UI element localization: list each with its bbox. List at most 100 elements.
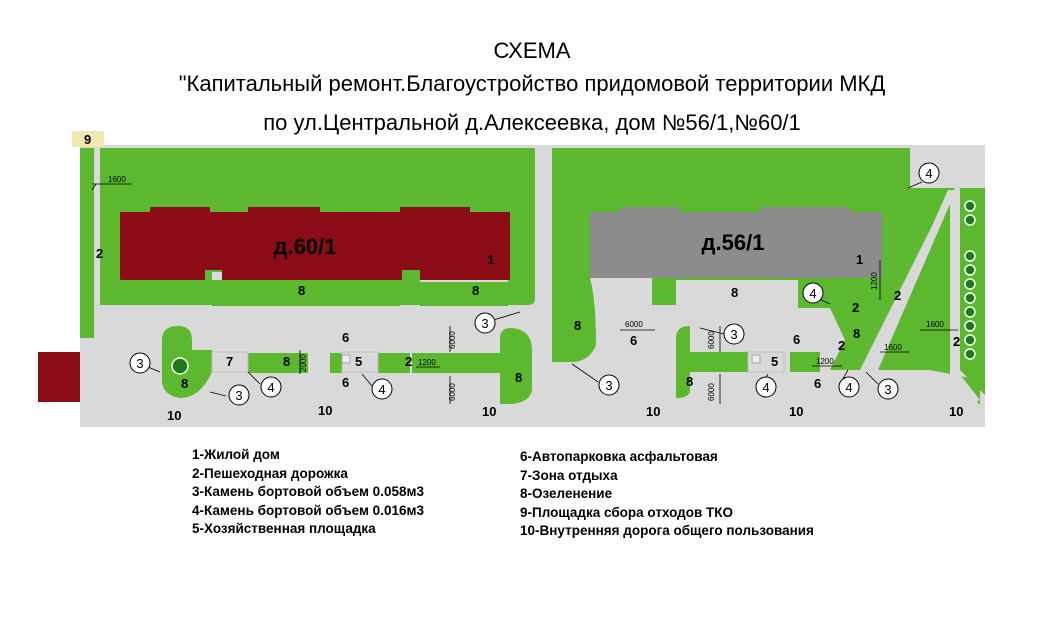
- walkway-east: [950, 192, 980, 404]
- tree: [964, 264, 976, 276]
- zone-label-6: 6: [814, 376, 821, 391]
- zone-label-1: 1: [856, 252, 863, 267]
- dimension-label: 1600: [108, 175, 126, 184]
- zone-label-6: 6: [342, 330, 349, 345]
- legend-item: 5-Хозяйственная площадка: [192, 521, 376, 536]
- callout-4: 4: [838, 376, 860, 398]
- callout-4: 4: [260, 376, 282, 398]
- zone-label-8: 8: [574, 318, 581, 333]
- zone-label-2: 2: [96, 246, 103, 261]
- dimension-label: 6000: [707, 383, 716, 401]
- legend-right: 6-Автопарковка асфальтовая 7-Зона отдыха…: [520, 448, 814, 541]
- zone-label-8: 8: [853, 326, 860, 341]
- project-subtitle-line-2: по ул.Центральной д.Алексеевка, дом №56/…: [263, 110, 801, 135]
- callout-4: 4: [755, 376, 777, 398]
- tree: [964, 348, 976, 360]
- zone-label-10: 10: [646, 404, 660, 419]
- zone-label-10: 10: [167, 408, 181, 423]
- green-strip-left: [80, 148, 94, 338]
- walkway-diagonal: [868, 190, 956, 370]
- zone-label-8: 8: [472, 283, 479, 298]
- svg-text:3: 3: [136, 356, 143, 371]
- tree-single: [171, 357, 189, 375]
- zone-label-8: 8: [686, 374, 693, 389]
- tree: [964, 214, 976, 226]
- zone-label-8: 8: [283, 354, 290, 369]
- green-strip-recreation: [248, 353, 308, 373]
- house-56-label: д.56/1: [702, 230, 765, 255]
- zone-label-6: 6: [793, 332, 800, 347]
- zone-label-10: 10: [789, 404, 803, 419]
- legend-item: 6-Автопарковка асфальтовая: [520, 449, 718, 464]
- svg-text:4: 4: [762, 380, 769, 395]
- legend-item: 3-Камень бортовой объем 0.058м3: [192, 484, 424, 499]
- callout-3: 3: [228, 384, 250, 406]
- callout-3: 3: [129, 352, 151, 374]
- dimension-label: 6000: [448, 331, 457, 349]
- house-60-label: д.60/1: [274, 234, 337, 259]
- tree: [964, 278, 976, 290]
- zone-label-10: 10: [949, 404, 963, 419]
- tree: [964, 250, 976, 262]
- legend-item: 7-Зона отдыха: [520, 467, 618, 483]
- zone-label-2: 2: [953, 334, 960, 349]
- green-area-house-60-south: [212, 280, 400, 306]
- callout-4: 4: [371, 378, 393, 400]
- legend-left: 1-Жилой дом 2-Пешеходная дорожка 3-Камен…: [192, 446, 424, 539]
- waste-collection-area: [72, 131, 104, 147]
- dimension-label: 1200: [870, 272, 879, 290]
- dimension-lines: [91, 183, 958, 404]
- legend-item: 10-Внутренняя дорога общего пользования: [520, 523, 814, 538]
- svg-text:3: 3: [605, 378, 612, 393]
- green-strip-east-2: [790, 352, 820, 372]
- dimension-label: 1600: [884, 343, 902, 352]
- zone-label-5: 5: [771, 354, 778, 369]
- svg-text:3: 3: [481, 316, 488, 331]
- green-strip-east-1: [690, 352, 748, 372]
- tree: [964, 334, 976, 346]
- legend-item: 9-Площадка сбора отходов ТКО: [520, 504, 734, 520]
- utility-area-marker: [341, 354, 351, 364]
- svg-text:4: 4: [267, 380, 274, 395]
- callout-4: 4: [918, 162, 940, 184]
- svg-text:3: 3: [884, 382, 891, 397]
- zone-label-2: 2: [852, 300, 859, 315]
- svg-text:4: 4: [845, 380, 852, 395]
- legend-item: 4-Камень бортовой объем 0.016м3: [192, 502, 424, 518]
- zone-label-9: 9: [84, 132, 91, 147]
- callout-4: 4: [802, 282, 824, 304]
- dimension-label: 1200: [418, 358, 436, 367]
- green-strip-walkway: [412, 353, 500, 373]
- house-60-building: [120, 207, 510, 280]
- zone-label-1: 1: [487, 252, 494, 267]
- zone-label-6: 6: [342, 375, 349, 390]
- zone-label-7: 7: [226, 354, 233, 369]
- green-strip-utility: [330, 353, 342, 373]
- zone-label-6: 6: [630, 333, 637, 348]
- callout-3: 3: [723, 323, 745, 345]
- callout-3: 3: [474, 312, 496, 334]
- tree-row: [964, 200, 976, 360]
- dimension-label: 2000: [299, 354, 308, 372]
- legend-item: 2-Пешеходная дорожка: [192, 465, 348, 481]
- utility-area-east-marker: [751, 354, 761, 364]
- svg-text:3: 3: [730, 327, 737, 342]
- dimension-label: 6000: [707, 331, 716, 349]
- zone-label-8: 8: [515, 370, 522, 385]
- dimension-label: 1600: [926, 320, 944, 329]
- zone-label-8: 8: [298, 283, 305, 298]
- zone-label-5: 5: [355, 354, 362, 369]
- leader-lines: [135, 181, 923, 397]
- tree: [964, 292, 976, 304]
- walkway-left: [94, 148, 100, 420]
- dimension-label: 6000: [625, 320, 643, 329]
- green-island-center: [500, 328, 532, 404]
- tree: [964, 320, 976, 332]
- legend-item: 8-Озеленение: [520, 486, 613, 501]
- zone-label-8: 8: [731, 285, 738, 300]
- svg-text:4: 4: [809, 286, 816, 301]
- page-title: СХЕМА: [493, 38, 571, 63]
- green-strip-utility-east: [378, 353, 410, 373]
- dimension-label: 1200: [816, 357, 834, 366]
